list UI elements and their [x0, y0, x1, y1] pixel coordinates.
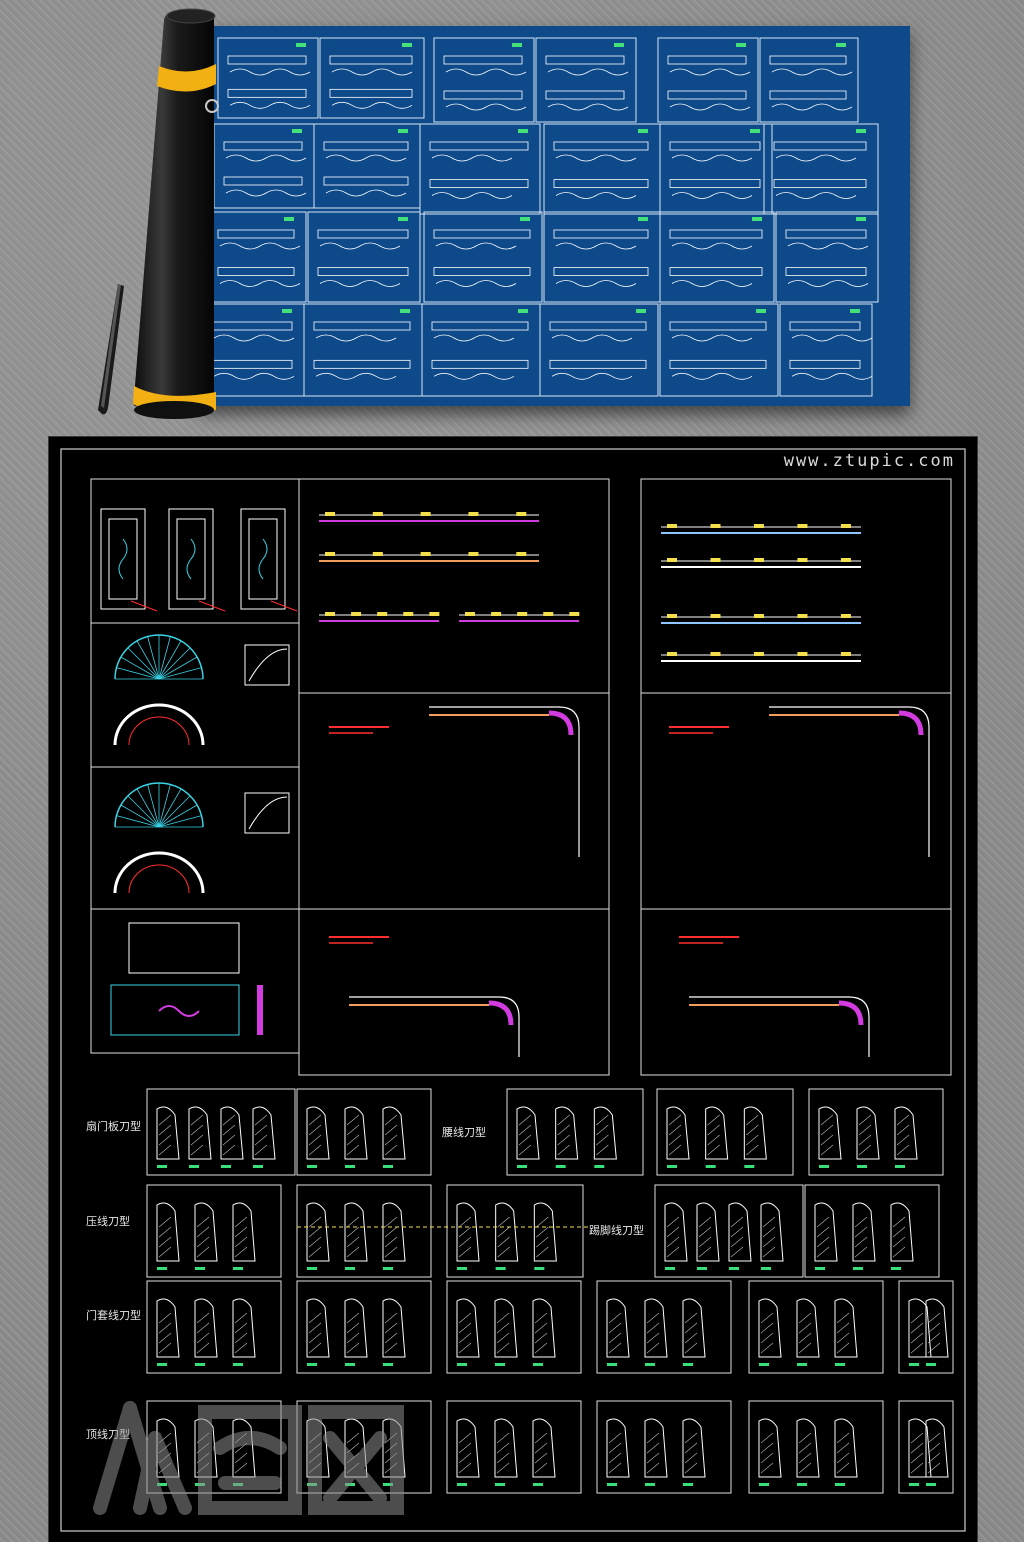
profile-cell [898, 1400, 954, 1494]
profile-cell [446, 1280, 582, 1374]
blueprint-panel [763, 123, 879, 215]
profile-cell [748, 1280, 884, 1374]
blueprint-panel [423, 211, 543, 303]
cornice-elevation [661, 558, 861, 568]
profile-cell [296, 1184, 432, 1278]
profile-cell [296, 1280, 432, 1374]
cad-drawings [60, 448, 966, 1532]
profile-cell [654, 1184, 804, 1278]
row-label-door-panel: 扇门板刀型 [86, 1120, 141, 1133]
cornice-elevation [661, 524, 861, 534]
blueprint-panel [535, 37, 637, 123]
blueprint-panel [303, 303, 423, 397]
profile-cell [596, 1400, 732, 1494]
blueprint-panel [543, 123, 661, 215]
cornice-elevation [459, 612, 580, 622]
side-label-waist-line: 腰线刀型 [442, 1126, 486, 1139]
cornice-elevation [661, 652, 861, 662]
blueprint-panel [433, 37, 535, 123]
door-frame-drawing [168, 508, 226, 612]
arch-fan-drawing [113, 782, 290, 894]
paper-roll-icon [133, 8, 219, 419]
blueprint-panel [213, 123, 315, 209]
cad-panel [298, 692, 610, 910]
profile-cell [296, 1088, 432, 1176]
profile-cell [748, 1400, 884, 1494]
blueprint-poster [198, 26, 910, 406]
profile-cell [808, 1088, 944, 1176]
blueprint-panel [659, 123, 773, 215]
pen-icon [98, 284, 124, 415]
annotation-note [329, 936, 389, 944]
cad-panel [298, 908, 610, 1076]
cornice-elevation [319, 612, 440, 622]
profile-cell [446, 1184, 584, 1278]
profile-cell [804, 1184, 940, 1278]
cad-drawing-sheet: www.ztupic.com [48, 436, 978, 1542]
annotation-note [329, 726, 389, 734]
corner-moulding [769, 706, 930, 857]
blueprint-panel [419, 123, 541, 215]
blueprint-panel [779, 303, 873, 397]
blueprint-panel [539, 303, 659, 397]
door-frame-drawing [240, 508, 298, 612]
profile-cell [898, 1280, 954, 1374]
cornice-elevation [319, 512, 539, 522]
profile-cell [446, 1400, 582, 1494]
blueprint-panel [759, 37, 859, 123]
blueprint-panel [319, 37, 425, 119]
cad-panel [640, 692, 952, 910]
blueprint-panel [775, 211, 879, 303]
blueprint-panel [201, 303, 305, 397]
corner-moulding [349, 996, 520, 1057]
profile-cell [146, 1088, 296, 1176]
profile-cell [596, 1280, 732, 1374]
blueprint-panel [307, 211, 421, 303]
wall-panel-drawing [110, 922, 263, 1036]
cad-panel [640, 908, 952, 1076]
cad-panel [90, 766, 300, 910]
cad-panel [90, 908, 300, 1054]
watermark-text: www.ztupic.com [783, 451, 955, 471]
profile-cell [656, 1088, 794, 1176]
blueprint-panel [659, 211, 775, 303]
profile-cell [506, 1088, 644, 1176]
blueprint-panel [313, 123, 421, 209]
blueprint-panel [659, 303, 779, 397]
annotation-note [679, 936, 739, 944]
blueprint-panel [543, 211, 661, 303]
corner-moulding [689, 996, 870, 1057]
cad-panel [298, 478, 610, 694]
profile-cell [146, 1280, 282, 1374]
row-label-press-line: 压线刀型 [86, 1215, 130, 1228]
blueprint-panel [207, 211, 307, 303]
blueprint-panel [421, 303, 541, 397]
sheet-border [60, 448, 966, 1532]
cornice-elevation [661, 614, 861, 624]
row-label-door-trim: 门套线刀型 [86, 1309, 141, 1322]
logo-icon [93, 1401, 404, 1515]
blueprint-panel [217, 37, 319, 119]
profile-cell [146, 1184, 282, 1278]
blueprint-drawings [201, 37, 879, 397]
cornice-elevation [319, 552, 539, 562]
blueprint-panel [657, 37, 759, 123]
side-label-skirting: 踢脚线刀型 [589, 1224, 644, 1237]
corner-moulding [429, 706, 580, 857]
arch-fan-drawing [113, 634, 290, 746]
annotation-note [669, 726, 729, 734]
door-frame-drawing [100, 508, 158, 612]
